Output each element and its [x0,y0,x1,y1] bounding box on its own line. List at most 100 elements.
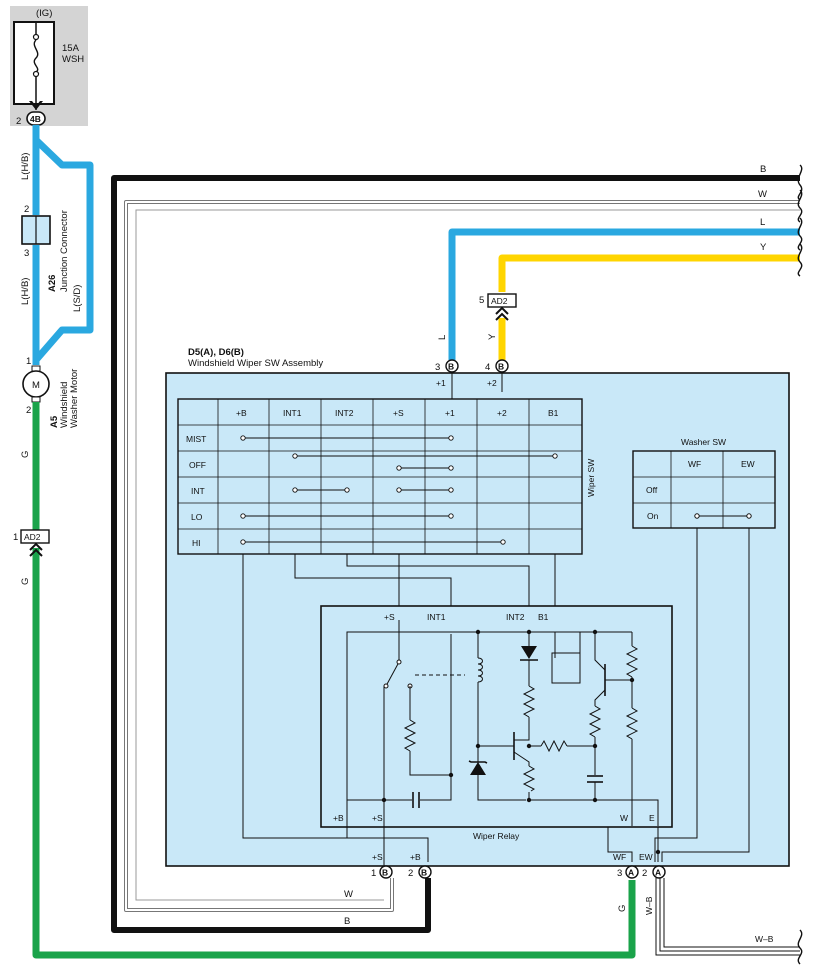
wiper-col-2: +2 [497,408,507,418]
relay-circuit [346,620,659,862]
washer-col-ew: EW [741,459,755,469]
c4b-code: 4B [30,114,41,124]
bottom-terminal-pin-4: 2 [642,868,647,879]
green-wire [32,402,636,959]
wiper-row-lo: LO [191,512,203,522]
ig-label: (IG) [36,8,52,19]
wiper-col-b1: B1 [548,408,559,418]
bottom-terminal-label-3: WF [613,852,626,862]
wire-label-g-lower: G [20,578,31,585]
wiper-sw-title: Wiper SW [586,459,596,497]
wiper-row-int: INT [191,486,205,496]
white-wire-inner [135,209,800,901]
motor-name-1: Windshield [59,382,70,428]
bottom-terminal-label-1: +S [372,852,383,862]
washer-sw-table: WF EW Off On [632,450,776,529]
bottom-terminal-pin-2: 2 [408,868,413,879]
relay-top-s: +S [384,612,395,622]
top-terminal-conn-2: B [498,362,504,372]
washer-row-on: On [647,511,659,521]
ad2-left-pin: 1 [13,532,18,543]
wire-label-b-bottom: B [344,916,350,927]
ad2-left-code: AD2 [24,532,41,542]
bottom-terminal-3 [625,865,639,879]
connector-arrow-icon [29,101,43,110]
wiper-relay-box [320,605,673,828]
blue-wire-left [32,125,94,365]
wire-break-marks [797,164,803,965]
bottom-terminal-1 [379,865,393,879]
relay-bottom-b: +B [333,813,344,823]
assembly-name: Windshield Wiper SW Assembly [188,358,323,369]
washer-col-wf: WF [688,459,701,469]
wire-label-y-vert: Y [487,333,498,340]
assembly-codes: D5(A), D6(B) [188,347,244,358]
motor-symbol: M [32,380,40,391]
wiper-col-int2: INT2 [335,408,354,418]
black-wire-loop [111,175,800,933]
bottom-terminal-conn-1: B [382,868,388,878]
bottom-terminal-label-2: +B [410,852,421,862]
relay-top-int2: INT2 [506,612,525,622]
wire-label-g-bottom: G [617,905,628,912]
top-terminal-pin-2: 4 [485,362,490,373]
wire-label-lhb-bottom: L(H/B) [20,278,31,305]
wire-label-g-upper: G [20,451,31,458]
connector-chevron-icon [29,542,43,557]
diode-icon [521,646,537,659]
ad2-top-code: AD2 [491,296,508,306]
relay-bottom-e: E [649,813,655,823]
yellow-wire-top [498,254,800,292]
relay-bottom-s: +S [372,813,383,823]
c4b-pin: 2 [16,116,21,127]
wire-label-wb-right: W–B [755,934,774,944]
wiper-row-mist: MIST [186,434,206,444]
ad2-top-pin: 5 [479,295,484,306]
top-terminal-label-2: +2 [487,378,497,388]
relay-top-b1: B1 [538,612,549,622]
washer-sw-title: Washer SW [681,437,726,447]
fuse-name: WSH [62,54,84,65]
motor-pin-bottom: 2 [26,405,31,416]
bottom-terminal-pin-3: 3 [617,868,622,879]
wiper-col-b: +B [236,408,247,418]
ad2-left-connector [20,529,50,544]
bottom-terminal-label-4: EW [639,852,653,862]
wire-label-y-right: Y [760,242,767,253]
bottom-terminal-2 [418,865,432,879]
top-terminal-label-1: +1 [436,378,446,388]
wiper-col-s: +S [393,408,404,418]
bottom-terminal-conn-4: A [655,868,661,878]
bottom-terminal-conn-3: A [628,868,634,878]
top-terminal-conn-1: B [448,362,454,372]
pin-junction-bottom: 3 [24,248,29,259]
blue-wire-top [448,228,800,360]
wire-label-wb-vert: W–B [644,896,654,915]
top-terminal-pin-1: 3 [435,362,440,373]
wire-label-lsd: L(S/D) [72,285,83,312]
relay-bottom-w: W [620,813,628,823]
junction-name: Junction Connector [59,210,70,292]
wiper-relay-title: Wiper Relay [473,831,520,841]
wb-wire [655,878,800,956]
relay-top-int1: INT1 [427,612,446,622]
zener-diode-icon [470,762,486,775]
internal-wires [242,528,750,862]
wiper-row-off: OFF [189,460,206,470]
junction-code: A26 [47,275,58,292]
wiper-col-1: +1 [445,408,455,418]
washer-row-off: Off [646,485,658,495]
bottom-terminal-4 [652,865,666,879]
wire-label-b-right: B [760,164,766,175]
wire-label-w-right: W [758,189,767,200]
wiper-col-int1: INT1 [283,408,302,418]
motor-name-2: Washer Motor [69,369,80,428]
wiper-sw-table: +B INT1 INT2 +S +1 +2 B1 MIST OFF INT LO… [177,398,583,555]
bottom-terminal-pin-1: 1 [371,868,376,879]
wire-label-w-bottom: W [344,889,353,900]
motor-code: A5 [49,415,60,428]
wire-label-l-vert: L [437,335,448,340]
wiper-row-hi: HI [192,538,201,548]
fuse-amps: 15A [62,43,80,54]
